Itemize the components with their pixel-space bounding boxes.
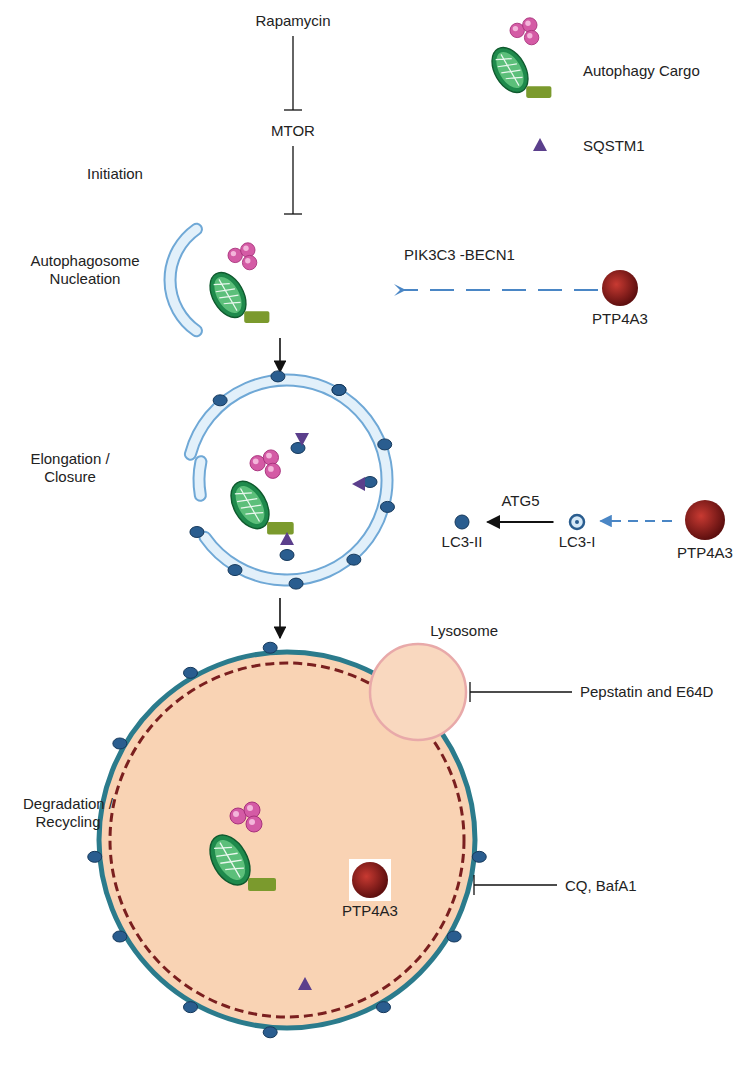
lc3-ii-dot bbox=[332, 384, 346, 395]
stage-label: Degradation / Recycling bbox=[12, 795, 124, 831]
ptp4a3-protein: PTP4A3 bbox=[590, 268, 650, 328]
node-shape bbox=[350, 860, 390, 900]
lc3-ii-dot bbox=[289, 578, 303, 589]
promote-arrow bbox=[601, 520, 673, 522]
lc3-ii-dot bbox=[263, 642, 277, 653]
conversion-arrow bbox=[488, 521, 554, 523]
lc3-ii-dot bbox=[88, 851, 102, 862]
inhibit-bar bbox=[284, 109, 302, 110]
stage-label: Autophagosome Nucleation bbox=[21, 252, 149, 288]
complex-label: PIK3C3 -BECN1 bbox=[404, 246, 515, 264]
lc3-ii-dot bbox=[184, 667, 198, 678]
protein-aggregate bbox=[242, 255, 256, 269]
promote-arrow bbox=[404, 289, 598, 291]
node-shape bbox=[683, 498, 727, 542]
ptp4a3-protein: PTP4A3 bbox=[675, 498, 735, 562]
ptp4a3-protein: PTP4A3 bbox=[340, 860, 400, 920]
lc3-ii-dot bbox=[271, 371, 285, 382]
lc3-ii-dot bbox=[380, 501, 394, 512]
lc3-ii-dot bbox=[332, 384, 346, 395]
phagophore bbox=[170, 229, 196, 331]
cargo-particle bbox=[244, 311, 269, 323]
node-text: LC3-I bbox=[557, 533, 598, 551]
autophagy-cargo bbox=[202, 802, 276, 892]
lc3-ii-dot bbox=[377, 1002, 391, 1013]
autophagosome-membrane bbox=[199, 462, 201, 496]
lc3-ii-dot bbox=[113, 931, 127, 942]
lc3-i-protein: LC3-I bbox=[557, 513, 598, 551]
lc3-ii-dot bbox=[455, 515, 469, 529]
ptp4a3-dot bbox=[602, 270, 638, 306]
lc3-ii-dot bbox=[228, 565, 242, 576]
lc3-ii-dot bbox=[447, 931, 461, 942]
lc3-ii-dot bbox=[113, 738, 127, 749]
node-text: LC3-II bbox=[440, 533, 485, 551]
inhibit-line bbox=[474, 884, 557, 885]
protein-aggregate bbox=[246, 816, 262, 832]
inhibit-bar bbox=[469, 682, 470, 702]
step-arrow bbox=[279, 338, 281, 372]
lc3-ii-protein: LC3-II bbox=[440, 513, 485, 551]
ptp4a3-dot bbox=[352, 862, 388, 898]
autophagy-cargo bbox=[223, 450, 294, 535]
node-text: PTP4A3 bbox=[675, 544, 735, 562]
lc3-ii-dot bbox=[472, 851, 486, 862]
inhibit-bar bbox=[473, 875, 474, 895]
autophagosome-membrane bbox=[190, 380, 387, 580]
lc3-ii-dot bbox=[280, 550, 294, 561]
lc3-ii-dot bbox=[190, 527, 204, 538]
legend-label: Autophagy Cargo bbox=[583, 62, 700, 80]
cargo-particle bbox=[526, 86, 551, 98]
step-arrow bbox=[279, 598, 281, 638]
lysosome-circle bbox=[370, 644, 466, 740]
lc3-ii-dot bbox=[184, 1002, 198, 1013]
stage-label: Initiation bbox=[87, 165, 143, 183]
stage-label: Elongation / Closure bbox=[18, 450, 122, 486]
node-shape bbox=[368, 642, 468, 742]
lc3-i-dot bbox=[570, 515, 584, 529]
protein-aggregate bbox=[244, 802, 260, 818]
lc3-ii-dot bbox=[363, 477, 377, 488]
inhibit-bar bbox=[284, 213, 302, 214]
node-text: Lysosome bbox=[368, 622, 498, 640]
cargo-particle bbox=[248, 878, 276, 891]
protein-aggregate bbox=[241, 243, 255, 257]
protein-aggregate bbox=[523, 18, 537, 32]
protein-aggregate bbox=[263, 450, 278, 465]
legend-label: SQSTM1 bbox=[583, 137, 645, 155]
kinase-label: MTOR bbox=[271, 122, 315, 140]
lysosome: Lysosome bbox=[368, 622, 498, 742]
lc3-ii-dot bbox=[213, 395, 227, 406]
lc3-ii-dot bbox=[347, 554, 361, 565]
inhibit-line bbox=[292, 146, 293, 214]
protein-aggregate bbox=[524, 30, 538, 44]
sqstm1-triangle bbox=[533, 138, 547, 151]
lc3-ii-dot bbox=[378, 439, 392, 450]
sqstm1-triangle bbox=[352, 477, 365, 491]
autophagy-cargo bbox=[203, 243, 270, 324]
sqstm1-triangle bbox=[280, 532, 294, 545]
autophagy-cargo bbox=[485, 18, 552, 99]
lc3-ii-dot bbox=[263, 1027, 277, 1038]
node-shape bbox=[568, 513, 586, 531]
node-shape bbox=[453, 513, 471, 531]
drug-label: Pepstatin and E64D bbox=[580, 683, 713, 701]
node-text: PTP4A3 bbox=[340, 902, 400, 920]
sqstm1-triangle bbox=[298, 977, 312, 990]
inhibit-line bbox=[470, 691, 572, 692]
ptp4a3-dot bbox=[685, 500, 725, 540]
node-text: PTP4A3 bbox=[590, 310, 650, 328]
edge-label: ATG5 bbox=[499, 492, 541, 510]
sqstm1-triangle bbox=[295, 433, 309, 446]
cargo-particle bbox=[267, 522, 294, 534]
highlight-patch bbox=[349, 859, 391, 901]
inhibit-line bbox=[292, 36, 293, 110]
drug-label: CQ, BafA1 bbox=[565, 877, 637, 895]
protein-aggregate bbox=[265, 463, 280, 478]
node-shape bbox=[600, 268, 640, 308]
drug-label: Rapamycin bbox=[255, 12, 330, 30]
